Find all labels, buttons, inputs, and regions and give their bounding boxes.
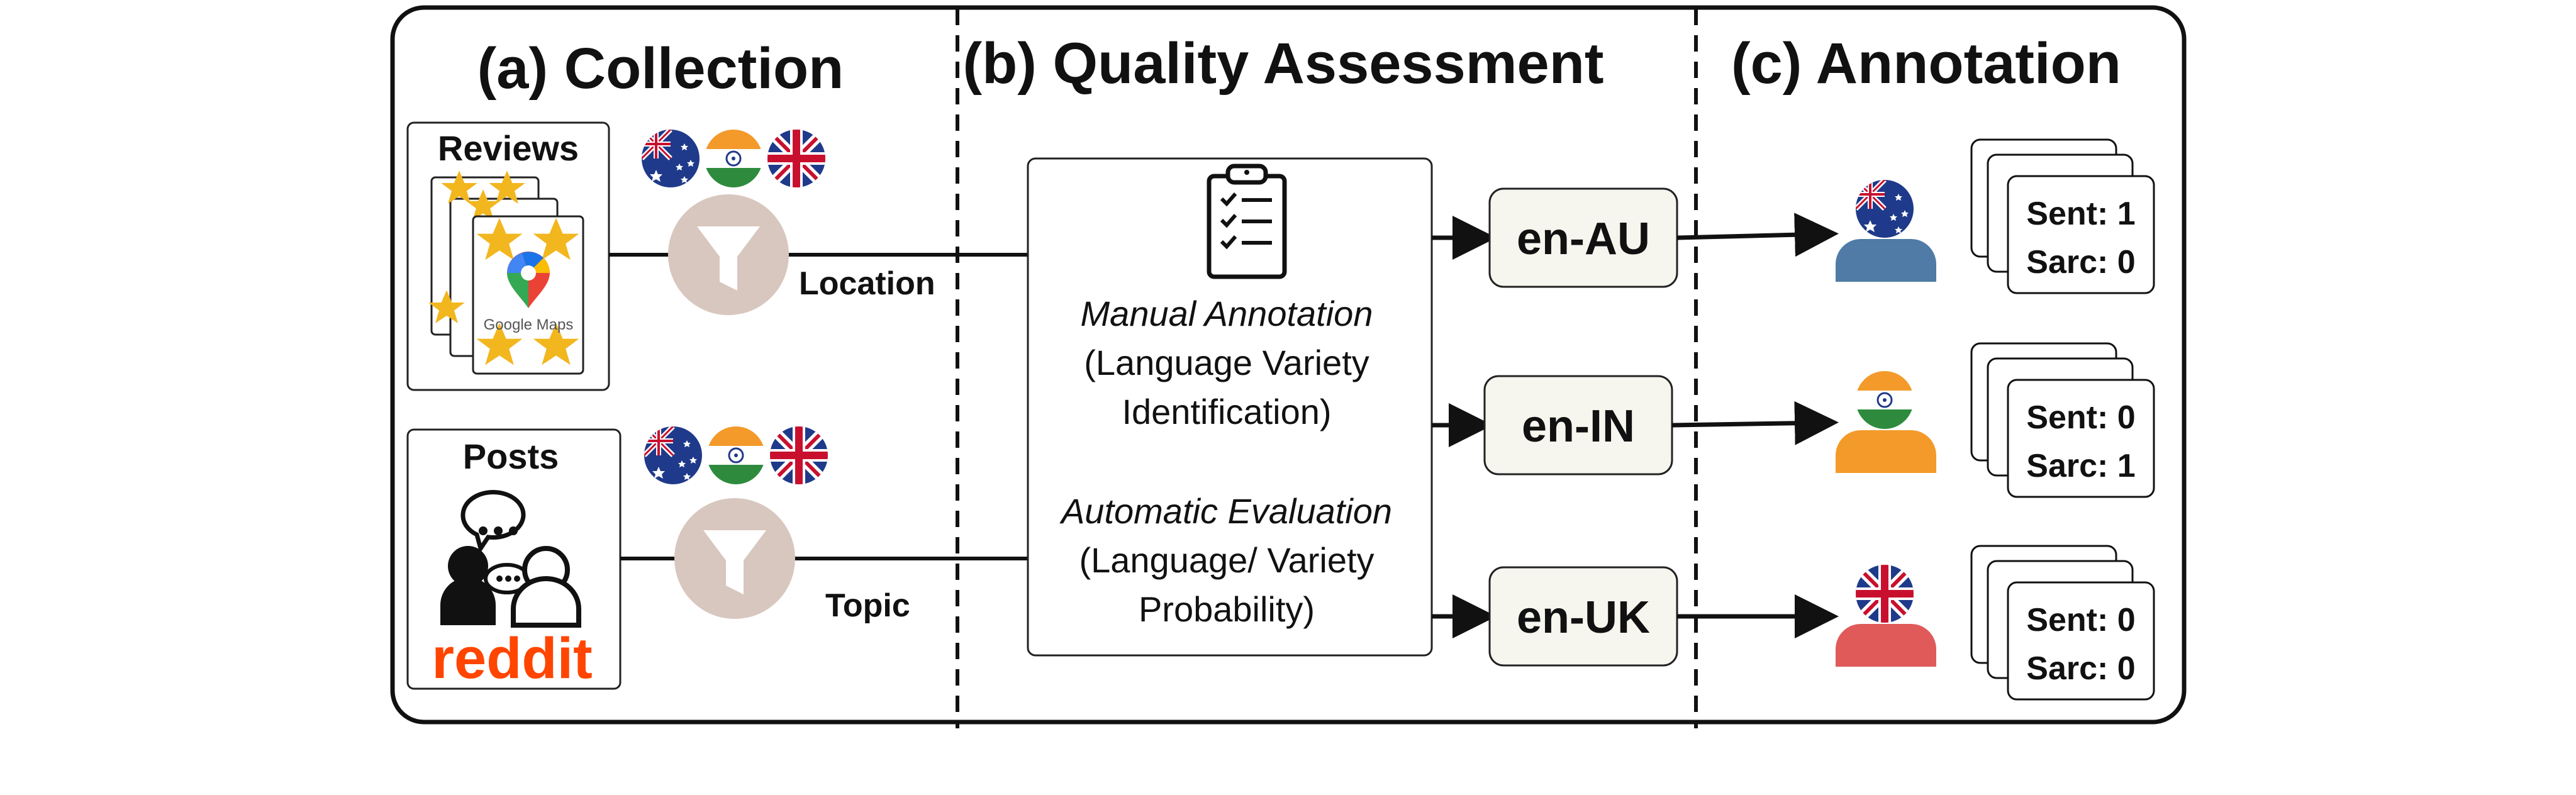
- sarcasm-label: Sarc: 1: [2026, 448, 2135, 484]
- variety-code: en-IN: [1522, 401, 1635, 452]
- posts-title: Posts: [463, 436, 559, 476]
- automatic-evaluation-desc-line1: (Language/ Variety: [1079, 540, 1374, 580]
- india-flag-icon: [707, 426, 765, 484]
- posts-box: Posts reddit: [406, 428, 622, 691]
- quality-assessment-box: [1027, 157, 1433, 657]
- chat-users-icon: [440, 490, 581, 628]
- india-flag-icon: [1856, 371, 1914, 429]
- variety-code: en-UK: [1517, 592, 1650, 643]
- manual-annotation-desc-line2: Identification): [1122, 392, 1331, 431]
- funnel-icon: [697, 226, 760, 291]
- label-card-stack-au: Sent: 1 Sarc: 0: [1970, 138, 2155, 294]
- uk-flag-icon: [770, 426, 828, 484]
- variety-en-uk: en-UK: [1488, 566, 1678, 667]
- uk-flag-icon: [767, 130, 825, 187]
- google-maps-logo-text: Google Maps: [484, 316, 574, 333]
- variety-en-au: en-AU: [1488, 187, 1678, 288]
- australia-flag-icon: [1856, 180, 1914, 238]
- clipboard-checklist-icon: [1207, 164, 1287, 279]
- annotation-title: (c) Annotation: [1731, 31, 2121, 96]
- annotator-au-avatar: [1836, 180, 1936, 282]
- india-flag-icon: [705, 130, 762, 187]
- collection-title: (a) Collection: [477, 36, 844, 101]
- topic-label: Topic: [825, 587, 910, 624]
- label-card-stack-uk: Sent: 0 Sarc: 0: [1970, 545, 2155, 701]
- australia-flag-icon: [642, 130, 700, 187]
- location-filter: [668, 194, 789, 315]
- quality-title: (b) Quality Assessment: [962, 31, 1603, 96]
- sentiment-label: Sent: 0: [2026, 399, 2135, 436]
- variety-en-in: en-IN: [1483, 375, 1673, 475]
- annotator-in-avatar: [1836, 371, 1936, 473]
- variety-code: en-AU: [1517, 214, 1650, 264]
- reviews-box: Reviews Google Maps: [406, 121, 610, 391]
- automatic-evaluation-title: Automatic Evaluation: [1059, 491, 1392, 531]
- reddit-logo-text: reddit: [432, 626, 593, 691]
- australia-flag-icon: [644, 426, 702, 484]
- sentiment-label: Sent: 0: [2026, 602, 2135, 638]
- arrow-to-in-annotator: [1671, 401, 1839, 445]
- label-card-stack-in: Sent: 0 Sarc: 1: [1970, 342, 2155, 498]
- annotator-uk-avatar: [1836, 565, 1936, 667]
- funnel-icon: [703, 530, 766, 594]
- sarcasm-label: Sarc: 0: [2026, 244, 2135, 281]
- automatic-evaluation-desc-line2: Probability): [1139, 589, 1315, 629]
- reviews-title: Reviews: [438, 128, 579, 168]
- manual-annotation-title: Manual Annotation: [1081, 294, 1373, 333]
- sentiment-label: Sent: 1: [2026, 196, 2135, 232]
- sarcasm-label: Sarc: 0: [2026, 650, 2135, 687]
- arrow-to-au-annotator: [1676, 213, 1839, 257]
- manual-annotation-desc-line1: (Language Variety: [1084, 343, 1369, 382]
- uk-flag-icon: [1856, 565, 1914, 623]
- map-pin-icon: [507, 252, 550, 308]
- location-label: Location: [799, 265, 935, 302]
- topic-filter: [674, 498, 795, 619]
